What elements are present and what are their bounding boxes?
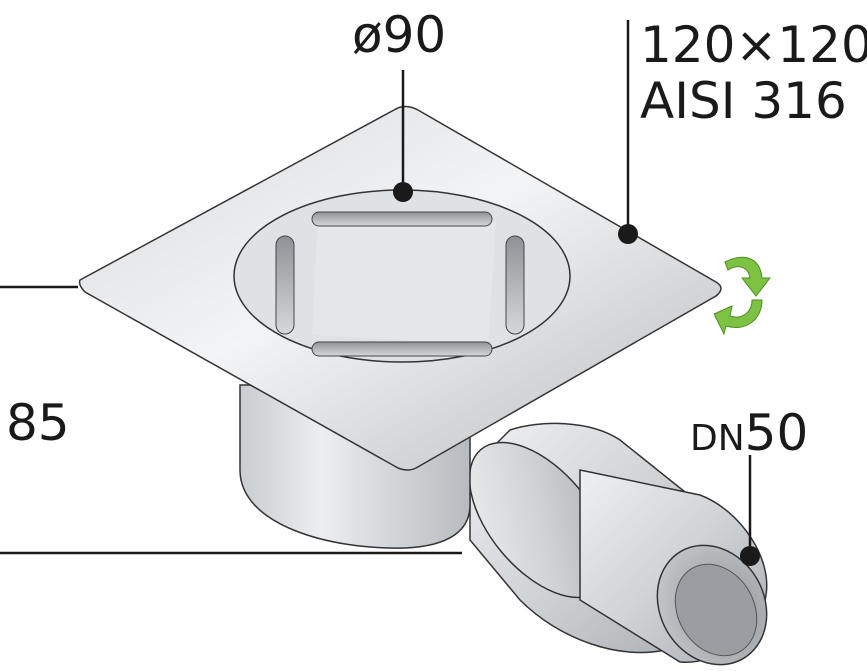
outlet-callout	[740, 455, 760, 566]
outlet-label: DN50	[690, 404, 808, 462]
grate-slot-bottom	[311, 341, 493, 357]
height-label: 85	[6, 394, 70, 452]
outlet-pipe	[468, 422, 768, 666]
grate-slot-right	[505, 235, 525, 335]
grate-slot-top	[311, 211, 493, 227]
grate-diameter-label: ø90	[352, 6, 446, 64]
plate-size-callout	[618, 20, 638, 244]
outlet-size: 50	[745, 404, 809, 462]
diameter-callout	[393, 70, 413, 202]
material-label: AISI 316	[640, 72, 847, 130]
grate-slot-left	[275, 235, 295, 335]
outlet-prefix: DN	[690, 418, 745, 459]
round-grate	[233, 189, 571, 363]
plate-size-label: 120×120	[640, 16, 867, 74]
rotate-arrows-icon	[713, 256, 772, 336]
